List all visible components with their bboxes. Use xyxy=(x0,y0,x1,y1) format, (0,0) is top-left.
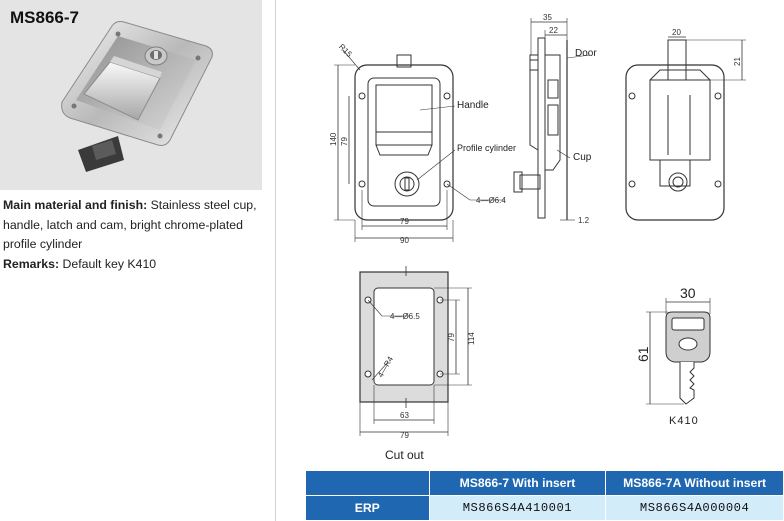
key-drawing xyxy=(646,298,711,405)
dim-79: 79 xyxy=(400,217,409,226)
label-door: Door xyxy=(575,48,597,59)
erp-code-with-insert: MS866S4A410001 xyxy=(428,495,607,521)
dim-21: 21 xyxy=(733,57,742,66)
panel-divider xyxy=(275,0,276,521)
dim-140: 140 xyxy=(329,132,338,146)
dim-22: 22 xyxy=(549,26,558,35)
technical-drawing: R15 140 79 79 90 4—Ø6.4 35 22 1.2 20 21 … xyxy=(329,13,746,440)
table-row: ERP MS866S4A410001 MS866S4A000004 xyxy=(305,495,784,521)
key-dim-30: 30 xyxy=(680,285,696,301)
remarks-text: Default key K410 xyxy=(59,256,157,271)
label-handle: Handle xyxy=(457,100,489,111)
erp-table: MS866-7 With insert MS866-7A Without ins… xyxy=(305,470,784,521)
product-photo xyxy=(61,21,213,172)
label-cut-out: Cut out xyxy=(385,448,424,462)
product-description: Main material and finish: Stainless stee… xyxy=(3,196,261,274)
erp-code-without-insert: MS866S4A000004 xyxy=(605,495,784,521)
key-dim-61: 61 xyxy=(635,346,651,362)
back-view xyxy=(625,36,746,221)
label-key-model: K410 xyxy=(669,415,699,427)
material-text: Stainless steel cup, handle, latch and c… xyxy=(3,198,257,251)
cut-dim-79-vertical: 79 xyxy=(447,333,456,342)
dim-20: 20 xyxy=(672,28,681,37)
cut-dim-114: 114 xyxy=(467,332,476,345)
side-view xyxy=(513,18,591,221)
cut-dim-hole: 4—Ø6.5 xyxy=(390,312,420,321)
front-view xyxy=(334,49,505,242)
label-cup: Cup xyxy=(573,152,592,163)
dim-hole: 4—Ø6.4 xyxy=(476,196,506,205)
material-label: Main material and finish: xyxy=(3,198,148,212)
dim-35: 35 xyxy=(543,13,552,22)
erp-row-label: ERP xyxy=(305,495,430,521)
cut-out-view xyxy=(359,266,472,436)
erp-header-without-insert: MS866-7A Without insert xyxy=(605,470,784,496)
erp-table-header: MS866-7 With insert MS866-7A Without ins… xyxy=(305,470,784,496)
product-model-title: MS866-7 xyxy=(10,8,79,27)
erp-header-with-insert: MS866-7 With insert xyxy=(428,470,607,496)
dim-r15: R15 xyxy=(337,42,354,59)
cut-dim-79: 79 xyxy=(400,431,409,440)
remarks-label: Remarks: xyxy=(3,256,60,271)
dim-1-2: 1.2 xyxy=(578,216,590,225)
label-profile-cylinder: Profile cylinder xyxy=(457,143,516,153)
dim-79-vertical: 79 xyxy=(340,137,349,146)
dim-90: 90 xyxy=(400,236,409,245)
product-photo-panel: MS866-7 xyxy=(0,0,262,190)
cut-dim-63: 63 xyxy=(400,411,409,420)
erp-header-blank xyxy=(305,470,430,496)
